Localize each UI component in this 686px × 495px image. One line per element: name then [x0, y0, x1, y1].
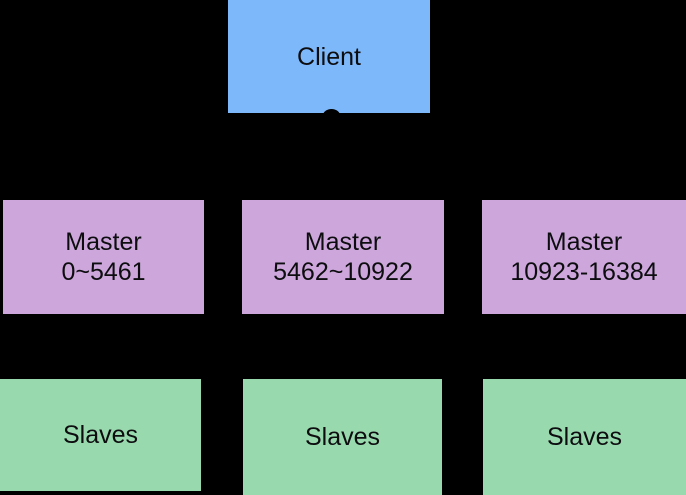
client-label: Client: [297, 42, 361, 71]
connector-dot-icon: [323, 109, 340, 122]
master-2-label: Master: [304, 228, 382, 256]
master-node-1: Master 0~5461: [3, 200, 204, 314]
slave-2-label: Slaves: [304, 423, 381, 451]
slave-node-3: Slaves: [483, 379, 686, 495]
slave-1-label: Slaves: [62, 421, 139, 449]
master-3-range: 10923-16384: [510, 258, 658, 286]
master-2-range: 5462~10922: [273, 258, 413, 286]
slave-node-2: Slaves: [243, 379, 442, 495]
master-1-range: 0~5461: [61, 258, 146, 286]
client-node: Client: [228, 0, 430, 113]
master-1-label: Master: [65, 228, 142, 256]
master-node-3: Master 10923-16384: [482, 200, 686, 314]
master-3-label: Master: [545, 228, 623, 256]
master-node-2: Master 5462~10922: [242, 200, 444, 314]
slave-node-1: Slaves: [0, 379, 201, 491]
slave-3-label: Slaves: [546, 423, 623, 451]
